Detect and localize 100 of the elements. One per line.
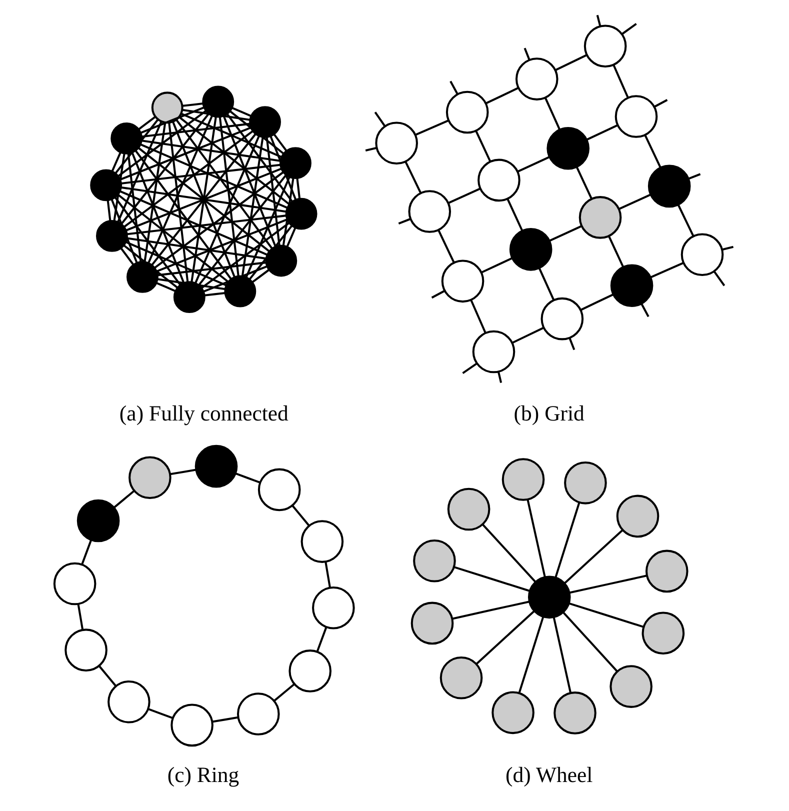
connector <box>316 626 328 652</box>
node-circle <box>170 704 214 747</box>
label: (a) Fully connected <box>119 401 288 426</box>
connector <box>235 472 261 484</box>
label: (b) Grid <box>514 401 584 426</box>
node-circle <box>90 169 122 202</box>
connector <box>518 616 544 694</box>
connector <box>365 146 376 152</box>
connector <box>554 502 580 578</box>
connector <box>549 225 582 242</box>
connector <box>117 194 229 283</box>
connector <box>123 244 178 288</box>
connector <box>138 116 156 130</box>
connector <box>142 122 250 138</box>
node-circle <box>64 628 108 672</box>
connector <box>127 214 287 236</box>
connector <box>270 136 297 200</box>
node-circle <box>249 106 281 138</box>
node-circle <box>128 456 172 500</box>
connector <box>141 140 280 162</box>
connector <box>654 99 668 108</box>
connector <box>125 241 226 286</box>
node-circle <box>410 602 454 645</box>
node-circle <box>472 330 516 374</box>
connector <box>266 137 280 246</box>
connector <box>222 116 276 247</box>
node-circle <box>288 650 332 692</box>
connector <box>564 529 624 584</box>
connector <box>151 134 256 266</box>
connector <box>194 135 260 284</box>
connector <box>81 540 92 565</box>
connector <box>203 265 268 292</box>
connector <box>172 122 236 278</box>
node-circle <box>645 550 688 593</box>
connector <box>140 144 288 209</box>
connector <box>245 176 290 278</box>
connector <box>273 134 288 152</box>
connector <box>241 136 264 276</box>
connector <box>126 168 282 232</box>
connector <box>644 134 662 168</box>
connector <box>178 116 290 206</box>
connector <box>517 156 550 173</box>
connector <box>144 122 166 262</box>
connector <box>157 278 226 290</box>
node-circle <box>584 24 627 68</box>
connector <box>552 617 572 694</box>
node-circle <box>642 612 685 654</box>
connector <box>200 222 290 289</box>
connector <box>113 490 135 508</box>
connector <box>110 198 138 264</box>
connector <box>127 237 266 260</box>
node-circle <box>375 122 418 165</box>
node-circle <box>224 275 256 308</box>
connector <box>182 108 250 121</box>
node-circle <box>554 692 596 734</box>
connector <box>77 604 84 630</box>
node-circle <box>440 656 483 700</box>
connector <box>580 294 614 311</box>
connector <box>568 337 576 350</box>
connector <box>111 152 122 172</box>
connector <box>135 150 232 280</box>
connector <box>120 164 280 184</box>
connector <box>218 116 240 276</box>
connector <box>114 118 159 174</box>
connector <box>324 562 332 588</box>
node-circle <box>540 297 584 340</box>
node-circle <box>614 95 658 138</box>
connector <box>524 48 530 60</box>
node-circle <box>265 244 298 277</box>
node-circle <box>408 190 452 233</box>
connector <box>121 186 286 213</box>
connector <box>175 119 273 249</box>
connector <box>562 612 618 672</box>
connector <box>182 102 204 107</box>
connector <box>212 716 238 723</box>
connector <box>140 106 204 134</box>
connector <box>124 130 254 228</box>
connector <box>526 499 546 578</box>
connector <box>127 154 142 262</box>
node-circle <box>151 92 184 124</box>
node-circle <box>300 520 344 563</box>
connector <box>282 178 294 246</box>
node-circle <box>515 58 558 100</box>
node-circle <box>564 462 607 504</box>
connector <box>544 98 560 130</box>
node-circle <box>680 233 724 276</box>
node-circle <box>236 692 280 736</box>
connector <box>131 152 185 284</box>
connector <box>568 602 644 628</box>
node-circle <box>546 126 590 170</box>
connector <box>204 292 226 296</box>
connector <box>596 14 602 26</box>
node-circle <box>96 220 128 252</box>
node-circle <box>447 488 490 531</box>
connector <box>119 190 268 256</box>
connector <box>475 130 492 162</box>
connector <box>156 218 288 272</box>
connector <box>538 268 555 301</box>
node-circle <box>194 444 238 488</box>
connector <box>292 504 310 526</box>
